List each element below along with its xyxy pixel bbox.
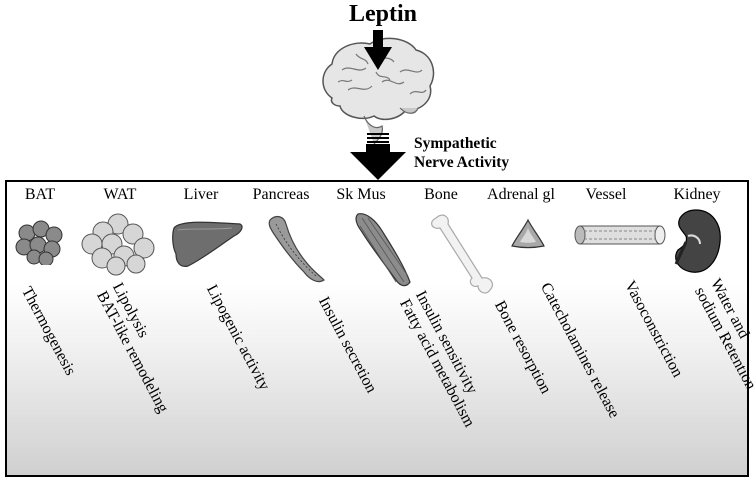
organ-name-sk-mus: Sk Mus (336, 186, 386, 203)
organ-name-bat: BAT (24, 186, 56, 203)
organ-name-wat: WAT (103, 186, 137, 203)
sympathetic-arrow-icon (350, 144, 406, 180)
fat-cluster-icon (15, 220, 63, 265)
nerve-label-line2: Nerve Activity (414, 154, 510, 171)
blood-vessel-icon (574, 225, 666, 245)
spinal-cord-break-icon (367, 133, 389, 143)
organ-name-kidney: Kidney (673, 186, 721, 203)
diagram-title: Leptin (348, 1, 417, 27)
organ-name-liver: Liver (183, 186, 219, 203)
bone-icon (431, 214, 494, 294)
liver-icon (172, 221, 243, 267)
nerve-activity-label: Sympathetic Nerve Activity (414, 134, 509, 172)
nerve-label-line1: Sympathetic (414, 135, 497, 152)
brain-with-arrows (322, 30, 435, 180)
adrenal-gland-icon (511, 218, 545, 249)
down-arrow-icon (364, 30, 392, 70)
organ-name-bone: Bone (424, 186, 458, 203)
organ-name-adrenal: Adrenal gl (487, 186, 555, 203)
muscle-icon (355, 213, 411, 287)
kidney-icon (674, 209, 721, 273)
organ-name-pancreas: Pancreas (252, 186, 310, 203)
fat-cells-icon (81, 213, 155, 276)
organ-name-vessel: Vessel (585, 186, 627, 203)
pancreas-icon (268, 215, 325, 283)
